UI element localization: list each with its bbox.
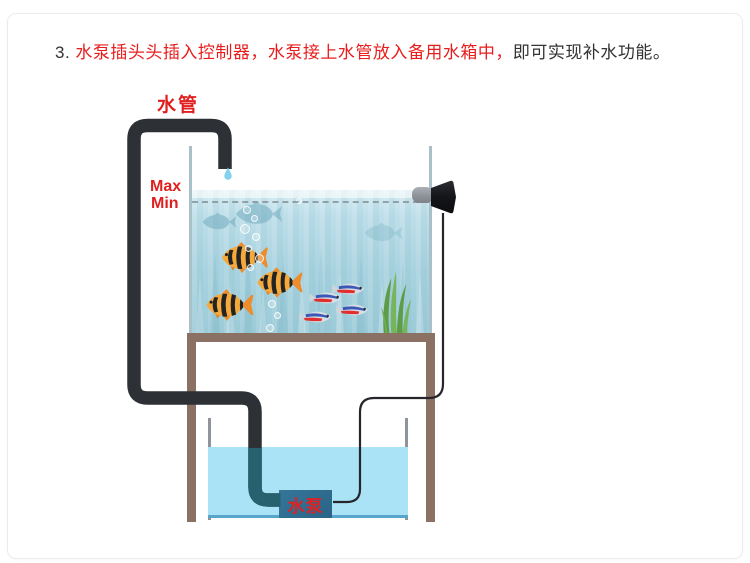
bubble (251, 215, 258, 222)
instruction-text: 3. 水泵插头头插入控制器，水泵接上水管放入备用水箱中，即可实现补水功能。 (55, 38, 670, 63)
fish-silhouette (364, 222, 403, 241)
level-sensor (412, 187, 433, 203)
aquarium-stand-right-leg (426, 342, 435, 522)
tiger-barb-fish (257, 267, 303, 298)
bubble (266, 324, 274, 332)
water-plant-icon (380, 270, 412, 333)
bubble (243, 206, 251, 214)
water-level-dashed-line (192, 201, 429, 203)
main-tank-left-wall (189, 146, 192, 334)
instruction-number: 3. (55, 43, 71, 62)
pump-label: 水泵 (287, 496, 324, 516)
max-level-label: Max (150, 178, 182, 195)
instruction-highlight: 水泵插头头插入控制器，水泵接上水管放入备用水箱中， (75, 43, 513, 62)
bubble (268, 300, 276, 308)
bubble (255, 254, 264, 263)
level-sensor-horn-icon (431, 180, 456, 214)
neon-tetra-fish (299, 311, 332, 323)
bubble (247, 264, 254, 271)
fish-silhouette (202, 212, 237, 230)
bubble (240, 224, 250, 234)
fish-silhouette (235, 201, 283, 224)
aquarium-stand-left-leg (187, 342, 196, 522)
bubble (252, 233, 260, 241)
pipe-label: 水管 (157, 95, 200, 116)
water-surface (192, 190, 429, 198)
water-pump: 水泵 (279, 490, 332, 518)
min-level-label: Min (151, 195, 179, 212)
aquarium-stand-top (187, 333, 435, 342)
main-tank-water (192, 190, 429, 334)
main-tank-right-wall (429, 146, 432, 334)
bubble (274, 312, 281, 319)
bubble (245, 245, 252, 252)
neon-tetra-fish (336, 304, 369, 316)
instruction-rest: 即可实现补水功能。 (512, 43, 671, 62)
tiger-barb-fish (206, 289, 254, 321)
